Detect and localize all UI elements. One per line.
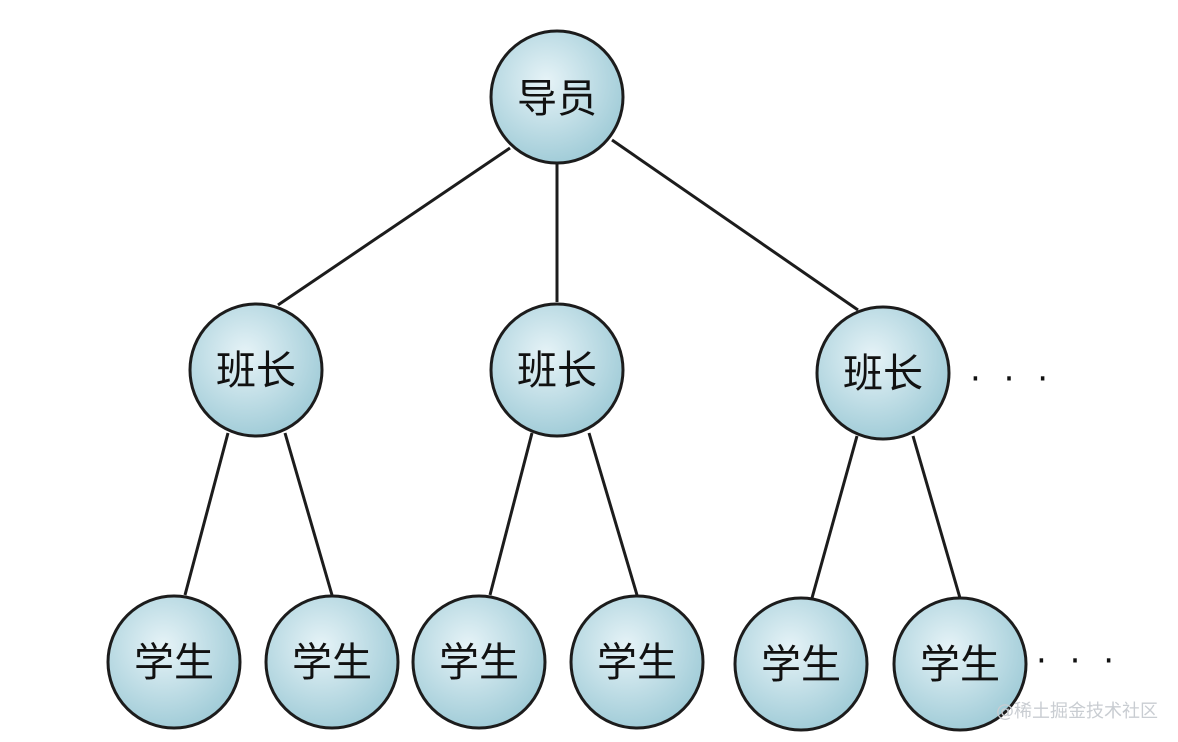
edge-monitor-2-student-3 xyxy=(488,432,534,596)
node-student-1: 学生 xyxy=(106,594,242,730)
node-monitor-2: 班长 xyxy=(489,302,625,438)
node-root-circle xyxy=(489,29,625,165)
node-student-6-label: 学生 xyxy=(920,642,1000,688)
node-student-2: 学生 xyxy=(264,594,400,730)
edge-root-monitor-3 xyxy=(611,138,859,312)
node-student-2-label: 学生 xyxy=(292,640,372,686)
ellipsis-monitors: · · · xyxy=(970,359,1054,399)
node-student-5-label: 学生 xyxy=(761,642,841,688)
node-monitor-3-circle xyxy=(815,305,951,441)
node-monitor-1: 班长 xyxy=(188,302,324,438)
node-student-3-circle xyxy=(411,594,547,730)
edge-root-monitor-1 xyxy=(277,146,511,307)
node-student-3-label: 学生 xyxy=(439,640,519,686)
node-monitor-2-label: 班长 xyxy=(517,348,597,394)
node-student-2-circle xyxy=(264,594,400,730)
node-student-1-label: 学生 xyxy=(134,640,214,686)
edge-monitor-1-student-2 xyxy=(283,432,334,596)
node-student-4-circle xyxy=(569,594,705,730)
node-root-label: 导员 xyxy=(517,76,597,122)
node-monitor-1-circle xyxy=(188,302,324,438)
edges xyxy=(183,138,962,599)
node-student-1-circle xyxy=(106,594,242,730)
node-root: 导员 xyxy=(489,29,625,165)
node-student-5: 学生 xyxy=(733,596,869,732)
node-student-4-label: 学生 xyxy=(597,640,677,686)
edge-monitor-1-student-1 xyxy=(183,432,230,596)
node-student-5-circle xyxy=(733,596,869,732)
node-monitor-3: 班长 xyxy=(815,305,951,441)
node-student-6: 学生 xyxy=(892,596,1028,732)
edge-monitor-3-student-6 xyxy=(911,435,962,599)
ellipsis-students: · · · xyxy=(1036,641,1120,681)
watermark-text: @稀土掘金技术社区 xyxy=(996,701,1158,722)
node-student-4: 学生 xyxy=(569,594,705,730)
node-monitor-3-label: 班长 xyxy=(843,351,923,397)
node-student-3: 学生 xyxy=(411,594,547,730)
node-student-6-circle xyxy=(892,596,1028,732)
node-monitor-2-circle xyxy=(489,302,625,438)
edge-monitor-3-student-5 xyxy=(810,435,859,599)
edge-monitor-2-student-4 xyxy=(587,432,639,596)
node-monitor-1-label: 班长 xyxy=(216,348,296,394)
